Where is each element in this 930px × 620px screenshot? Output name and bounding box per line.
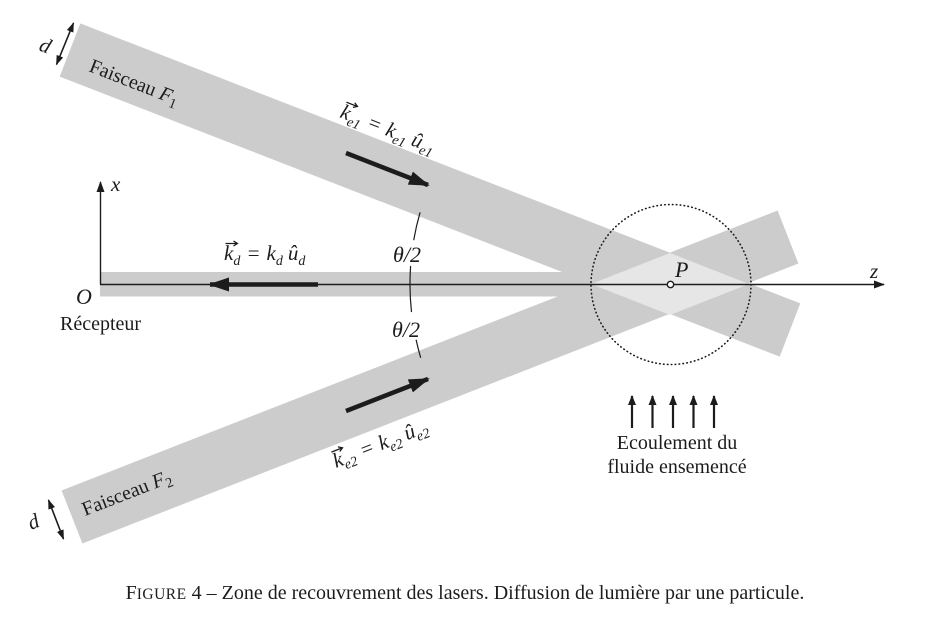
receiver-label: Récepteur xyxy=(60,313,141,335)
theta-half-label-bottom: θ/2 xyxy=(392,317,420,342)
angle-arc xyxy=(409,212,422,358)
beam-f1-subscript: 1 xyxy=(166,96,178,113)
kd-unit-vector: û xyxy=(288,241,299,265)
x-axis-label: x xyxy=(110,172,121,196)
beam-width-label-bottom: d xyxy=(24,508,43,534)
ke1-sub3: e1 xyxy=(417,143,435,162)
particle-label: P xyxy=(674,257,688,282)
svg-text:d: d xyxy=(36,32,55,58)
kd-sub1: d xyxy=(233,254,241,269)
ke2-sub2: e2 xyxy=(388,437,406,456)
ke1-sub1: e1 xyxy=(344,115,362,134)
particle-marker xyxy=(666,280,675,289)
kd-equals: = xyxy=(246,241,260,265)
flow-label-line1: Ecoulement du xyxy=(617,432,738,454)
kd-sub2: d xyxy=(276,254,284,269)
kd-k2: k xyxy=(267,241,277,265)
caption-rest: 4 – Zone de recouvrement des lasers. Dif… xyxy=(187,582,805,604)
kd-sub3: d xyxy=(298,254,306,269)
svg-text:d: d xyxy=(24,508,43,534)
ke2-sub1: e2 xyxy=(343,454,361,473)
ke2-arrow xyxy=(345,376,430,414)
flow-label-line2: fluide ensemencé xyxy=(607,456,746,478)
ke1-equals: = xyxy=(364,110,386,138)
beam-width-label-top: d xyxy=(36,32,55,58)
measurement-volume-circle xyxy=(590,203,752,366)
ke2-sub3: e2 xyxy=(415,426,433,445)
z-axis-label: z xyxy=(869,259,878,283)
caption-smallcaps: IGURE xyxy=(137,586,187,603)
theta-half-label-top: θ/2 xyxy=(393,242,421,267)
origin-label: O xyxy=(76,284,92,309)
flow-arrows xyxy=(628,395,718,428)
vector-overarrow-icon xyxy=(346,101,359,109)
beam-width-arrow-bottom xyxy=(47,499,65,540)
beam-width-arrow-top xyxy=(55,22,75,66)
beam-f2-subscript: 2 xyxy=(164,475,176,492)
ke2-equals: = xyxy=(356,435,378,463)
figure-caption: FIGURE 4 – Zone de recouvrement des lase… xyxy=(126,582,805,604)
ke1-arrow xyxy=(345,150,430,188)
vector-overarrow-icon xyxy=(331,446,344,453)
ke1-sub2: e1 xyxy=(390,132,408,151)
kd-k: k xyxy=(224,241,234,265)
caption-lead: F xyxy=(126,582,137,604)
vector-overarrow-icon xyxy=(225,240,239,247)
